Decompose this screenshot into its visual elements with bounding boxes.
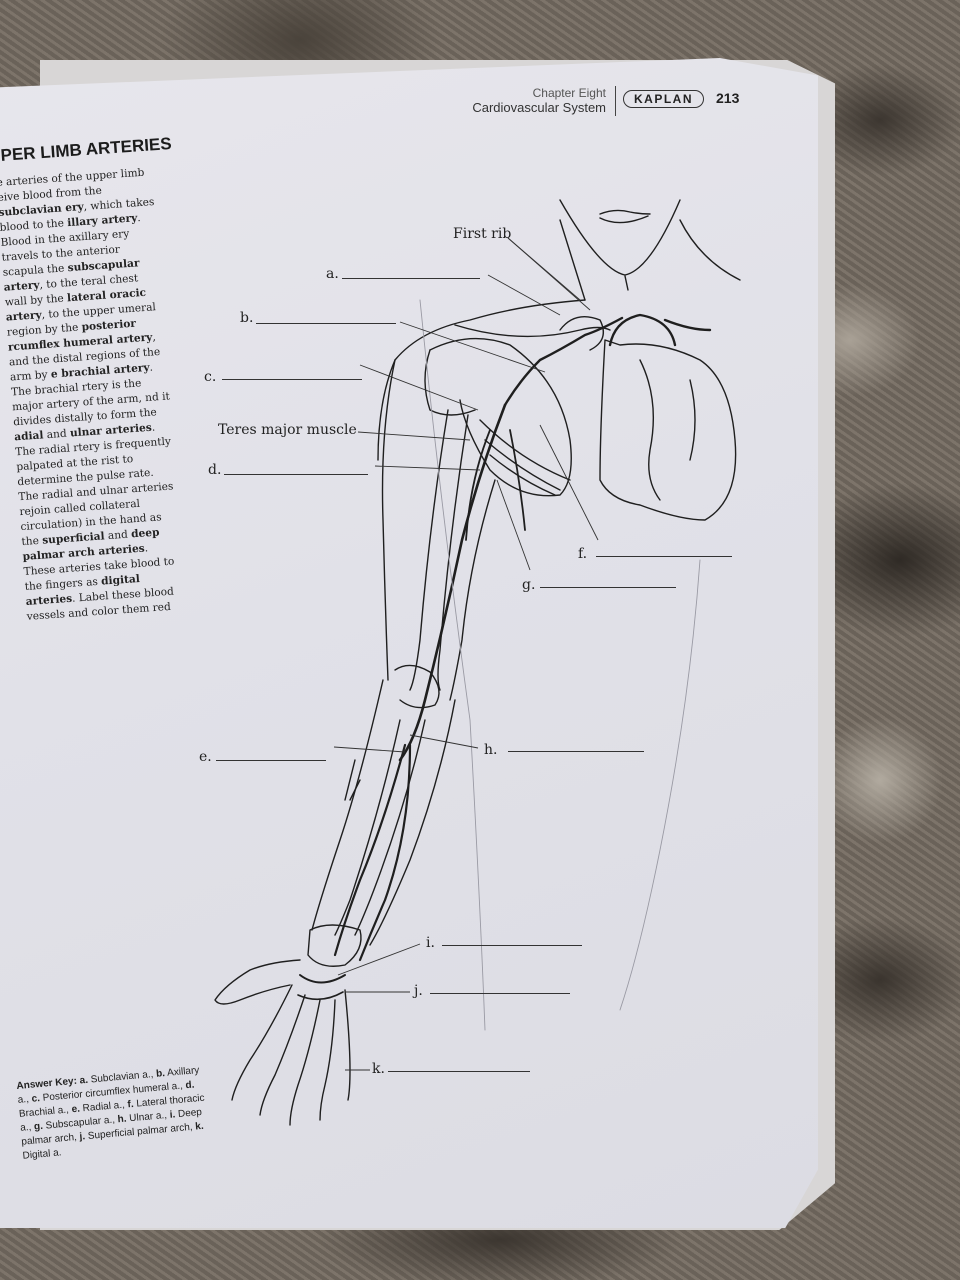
answer-blank-e[interactable] bbox=[216, 760, 326, 761]
label-b: b. bbox=[240, 310, 254, 326]
answer-blank-j[interactable] bbox=[430, 993, 570, 994]
publisher-logo: KAPLAN bbox=[623, 90, 704, 108]
answer-blank-i[interactable] bbox=[442, 945, 582, 946]
answer-blank-c[interactable] bbox=[222, 379, 362, 380]
answer-key-value: Ulnar a., bbox=[126, 1109, 168, 1125]
section-label: Cardiovascular System bbox=[472, 100, 606, 115]
label-g: g. bbox=[522, 577, 536, 593]
answer-key: Answer Key: a. Subclavian a., b. Axillar… bbox=[16, 1063, 213, 1163]
label-h: h. bbox=[484, 742, 498, 758]
label-j: j. bbox=[414, 983, 423, 999]
answer-blank-k[interactable] bbox=[388, 1071, 530, 1072]
label-first-rib: First rib bbox=[453, 226, 512, 242]
answer-key-letter: d. bbox=[185, 1079, 195, 1092]
answer-key-value: Radial a., bbox=[79, 1099, 126, 1115]
answer-blank-b[interactable] bbox=[256, 323, 396, 324]
label-a: a. bbox=[326, 266, 339, 282]
header-divider bbox=[615, 86, 616, 116]
book-page bbox=[0, 58, 818, 1228]
answer-blank-f[interactable] bbox=[596, 556, 732, 557]
label-c: c. bbox=[204, 369, 217, 385]
label-i: i. bbox=[426, 935, 435, 951]
label-e: e. bbox=[199, 749, 212, 765]
answer-key-letter: k. bbox=[194, 1120, 205, 1133]
page-number: 213 bbox=[716, 90, 740, 106]
answer-blank-d[interactable] bbox=[224, 474, 368, 475]
answer-blank-h[interactable] bbox=[508, 751, 644, 752]
answer-key-value: Brachial a., bbox=[18, 1104, 70, 1120]
chapter-label: Chapter Eight bbox=[532, 86, 606, 100]
label-k: k. bbox=[372, 1061, 385, 1077]
label-f: f. bbox=[578, 546, 588, 562]
answer-key-value: Digital a. bbox=[22, 1147, 62, 1162]
answer-blank-a[interactable] bbox=[342, 278, 480, 279]
label-teres-major: Teres major muscle bbox=[218, 422, 357, 438]
answer-blank-g[interactable] bbox=[540, 587, 676, 588]
page-header: Chapter Eight Cardiovascular System KAPL… bbox=[472, 84, 778, 124]
label-d: d. bbox=[208, 462, 222, 478]
